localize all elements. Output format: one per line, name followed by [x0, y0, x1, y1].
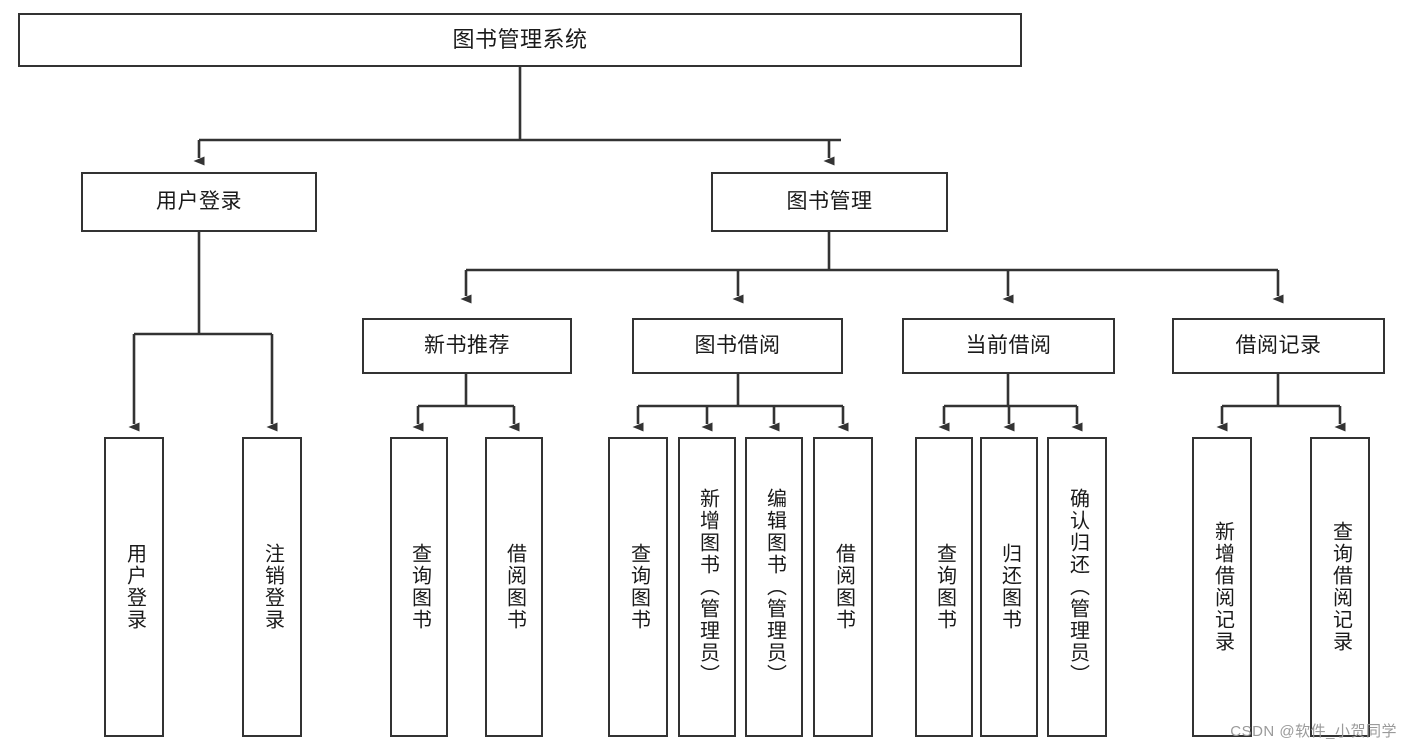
- node-label: 新增借阅记录: [1211, 521, 1234, 653]
- node-root-system[interactable]: 图书管理系统: [18, 13, 1022, 67]
- node-label: 借阅记录: [1235, 333, 1322, 357]
- node-label: 借阅图书: [503, 543, 526, 631]
- node-label: 查询图书: [627, 543, 650, 631]
- node-label: 确认归还（管理员）: [1066, 488, 1089, 686]
- node-label: 图书管理系统: [452, 27, 588, 53]
- node-book-management[interactable]: 图书管理: [711, 172, 948, 232]
- node-label: 查询图书: [408, 543, 431, 631]
- leaf-current-return-book[interactable]: 归还图书: [980, 437, 1038, 737]
- node-label: 用户登录: [123, 543, 146, 631]
- node-new-book-recommend[interactable]: 新书推荐: [362, 318, 572, 374]
- node-label: 查询图书: [933, 543, 956, 631]
- node-label: 借阅图书: [832, 543, 855, 631]
- node-label: 图书借阅: [694, 333, 781, 357]
- node-current-borrow[interactable]: 当前借阅: [902, 318, 1115, 374]
- leaf-user-login-logout[interactable]: 注销登录: [242, 437, 302, 737]
- node-label: 新书推荐: [424, 333, 510, 357]
- leaf-borrow-query-book[interactable]: 查询图书: [608, 437, 668, 737]
- leaf-borrow-add-book[interactable]: 新增图书（管理员）: [678, 437, 736, 737]
- leaf-borrow-edit-book[interactable]: 编辑图书（管理员）: [745, 437, 803, 737]
- leaf-current-confirm-return[interactable]: 确认归还（管理员）: [1047, 437, 1107, 737]
- node-label: 编辑图书（管理员）: [763, 488, 786, 686]
- node-borrow-record[interactable]: 借阅记录: [1172, 318, 1385, 374]
- node-label: 用户登录: [156, 189, 242, 213]
- leaf-recommend-query-book[interactable]: 查询图书: [390, 437, 448, 737]
- node-label: 查询借阅记录: [1329, 521, 1352, 653]
- leaf-record-query-record[interactable]: 查询借阅记录: [1310, 437, 1370, 737]
- leaf-user-login-login[interactable]: 用户登录: [104, 437, 164, 737]
- node-label: 注销登录: [261, 543, 284, 631]
- node-book-borrow[interactable]: 图书借阅: [632, 318, 843, 374]
- watermark-text: CSDN @软件_小贺同学: [1230, 723, 1397, 740]
- leaf-record-add-record[interactable]: 新增借阅记录: [1192, 437, 1252, 737]
- leaf-current-query-book[interactable]: 查询图书: [915, 437, 973, 737]
- node-label: 新增图书（管理员）: [696, 488, 719, 686]
- node-label: 归还图书: [998, 543, 1021, 631]
- leaf-borrow-borrow-book[interactable]: 借阅图书: [813, 437, 873, 737]
- node-label: 图书管理: [786, 189, 873, 213]
- node-label: 当前借阅: [965, 333, 1052, 357]
- leaf-recommend-borrow-book[interactable]: 借阅图书: [485, 437, 543, 737]
- node-user-login[interactable]: 用户登录: [81, 172, 317, 232]
